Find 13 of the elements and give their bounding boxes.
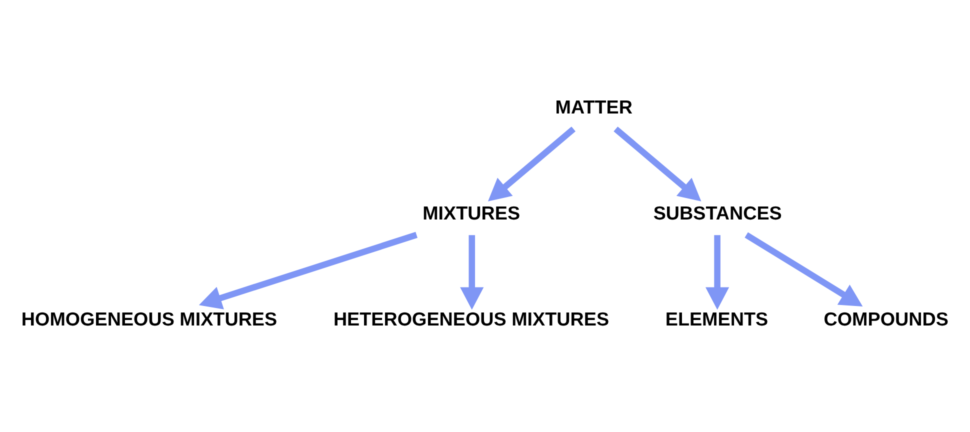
arrow — [614, 126, 702, 202]
arrow — [460, 235, 484, 310]
node-text: MIXTURES — [422, 202, 520, 224]
node-text: HOMOGENEOUS MIXTURES — [21, 308, 278, 330]
node-text: COMPOUNDS — [824, 308, 948, 330]
node-text: SUBSTANCES — [653, 202, 782, 224]
node-text: HETEROGENEOUS MIXTURES — [333, 308, 610, 330]
arrow — [488, 126, 576, 202]
arrow — [744, 232, 863, 306]
node-text: ELEMENTS — [665, 308, 768, 330]
arrow — [198, 232, 418, 310]
arrow — [706, 235, 730, 310]
node-text: MATTER — [555, 96, 632, 118]
